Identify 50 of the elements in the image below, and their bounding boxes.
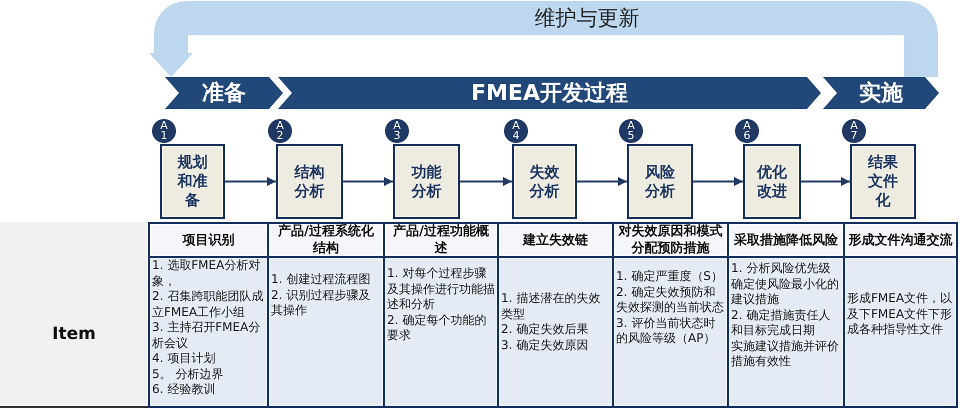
step-badge: A 3	[385, 119, 409, 143]
list-item: 1. 确定严重度（S）	[616, 269, 724, 284]
process-box: 风险分析	[627, 144, 693, 219]
list-item: 1. 创建过程流程图	[271, 272, 372, 288]
step-badge: A 2	[268, 119, 292, 143]
arrow	[801, 177, 850, 186]
list-item: 5。 分析边界	[152, 366, 224, 382]
step-badge: A 7	[842, 119, 866, 143]
process-box: 规划和准备	[160, 144, 225, 219]
arrow	[343, 177, 393, 186]
process-box: 结果文件化	[850, 144, 916, 219]
list-item: 3. 主持召开FMEA分析会议	[152, 320, 262, 351]
step-badge: A 4	[504, 119, 528, 143]
column-header: 产品/过程功能概述	[383, 222, 497, 258]
list-item: 2. 确定失效预防和失效探测的当前状态	[616, 284, 725, 316]
row-header: Item	[0, 222, 148, 408]
arrow	[460, 177, 512, 186]
list-item: 6. 经验教训	[152, 382, 216, 398]
list-item: 2. 确定措施责任人和目标完成日期	[731, 308, 832, 338]
list-item: 1. 选取FMEA分析对象，	[152, 258, 262, 289]
list-item: 1. 描述潜在的失效类型	[501, 291, 602, 322]
process-box: 失效分析	[512, 144, 577, 219]
list-item: 实施建议措施并评价措施有效性	[731, 338, 840, 370]
cell-text: 形成FMEA文件，以及下FMEA文件下形成各种指导性文件	[847, 291, 954, 338]
step-badge: A 5	[619, 119, 643, 143]
column-header: 对失效原因和模式分配预防措施	[612, 222, 727, 258]
step-badge: A 6	[735, 119, 759, 143]
arrow	[693, 177, 743, 186]
list-item: 2. 确定每个功能的要求	[387, 312, 488, 344]
chevron-band: 实施	[823, 77, 939, 109]
process-box: 优化改进	[743, 144, 801, 219]
column-header: 建立失效链	[497, 222, 612, 258]
arrow	[577, 177, 627, 186]
step-badge: A 1	[152, 119, 176, 143]
list-item: 2. 识别过程步骤及其操作	[271, 288, 372, 318]
arrow	[225, 177, 276, 186]
list-item: 4. 项目计划	[152, 351, 216, 366]
column-header: 形成文件沟通交流	[843, 222, 958, 258]
list-item: 1. 分析风险优先级确定使风险最小化的建议措施	[731, 261, 840, 308]
list-item: 3. 确定失效原因	[501, 338, 590, 353]
process-box: 结构分析	[276, 144, 343, 219]
column-header: 项目识别	[148, 222, 267, 258]
list-item: 3. 评价当前状态时的风险等级（AP）	[616, 316, 716, 346]
list-item: 2. 确定失效后果	[501, 322, 590, 338]
list-item: 2. 召集跨职能团队成立FMEA工作小组	[152, 289, 264, 320]
column-header: 采取措施降低风险	[727, 222, 843, 258]
process-box: 功能分析	[393, 144, 460, 219]
chevron-band: 准备	[165, 77, 283, 109]
list-item: 1. 对每个过程步骤及其操作进行功能描述和分析	[387, 266, 495, 312]
column-header: 产品/过程系统化结构	[267, 222, 383, 258]
